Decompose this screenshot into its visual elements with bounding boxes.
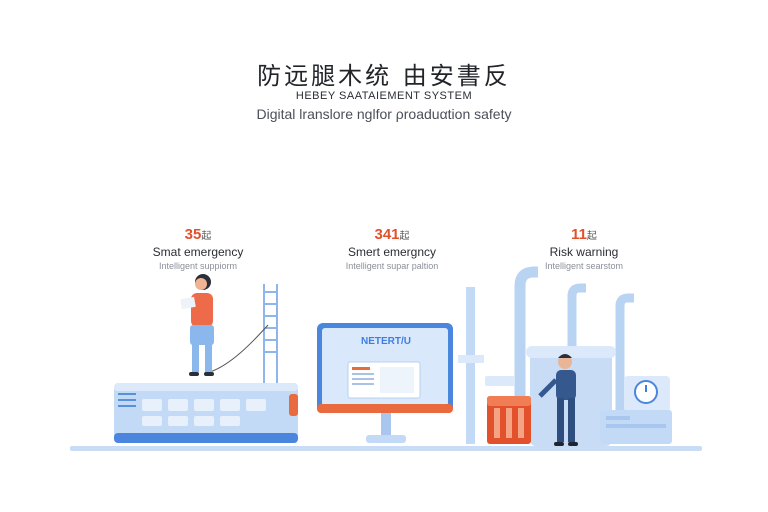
tagline: Digital lranslore nglfor ρroaduαtion saf… — [256, 106, 512, 122]
stat-unit: 起 — [201, 231, 212, 242]
stat-unit: 起 — [586, 231, 597, 242]
stat-sub: Intelligent supar paltion — [345, 261, 439, 271]
gauge-equipment — [600, 376, 672, 444]
valve — [487, 396, 531, 444]
worker-figure — [538, 354, 578, 446]
stat-risk-warning: 11起 Risk warning Intelligent searstom — [494, 226, 674, 271]
system-name: HEBEY SAATAIEMENT SYSTEM — [295, 90, 473, 102]
stat-sub: Intelligent suppiorm — [158, 261, 238, 271]
stat-value: 11起 — [571, 226, 597, 243]
cable — [209, 324, 269, 373]
stat-label: Risk warning — [549, 245, 619, 259]
stat-sub: Intelligent searstom — [544, 261, 624, 271]
monitor-title: NETERT/U — [361, 336, 411, 347]
stat-value: 341起 — [374, 226, 410, 243]
stat-value: 35起 — [184, 226, 212, 243]
page-title: 防远腿木统 由安書反 — [257, 62, 511, 90]
ground-line — [70, 446, 702, 451]
woman-figure — [180, 274, 214, 376]
control-machine — [114, 383, 298, 443]
monitor — [317, 323, 453, 443]
stat-label: Smat emergency — [152, 245, 244, 259]
stat-unit: 起 — [399, 231, 410, 242]
ladder-tower — [263, 284, 278, 383]
stat-emergency-2: 341起 Smert emergncy Intelligent supar pa… — [302, 226, 482, 271]
stat-label: Smert emergncy — [347, 245, 437, 259]
stat-emergency-1: 35起 Smat emergency Intelligent suppiorm — [108, 226, 288, 271]
